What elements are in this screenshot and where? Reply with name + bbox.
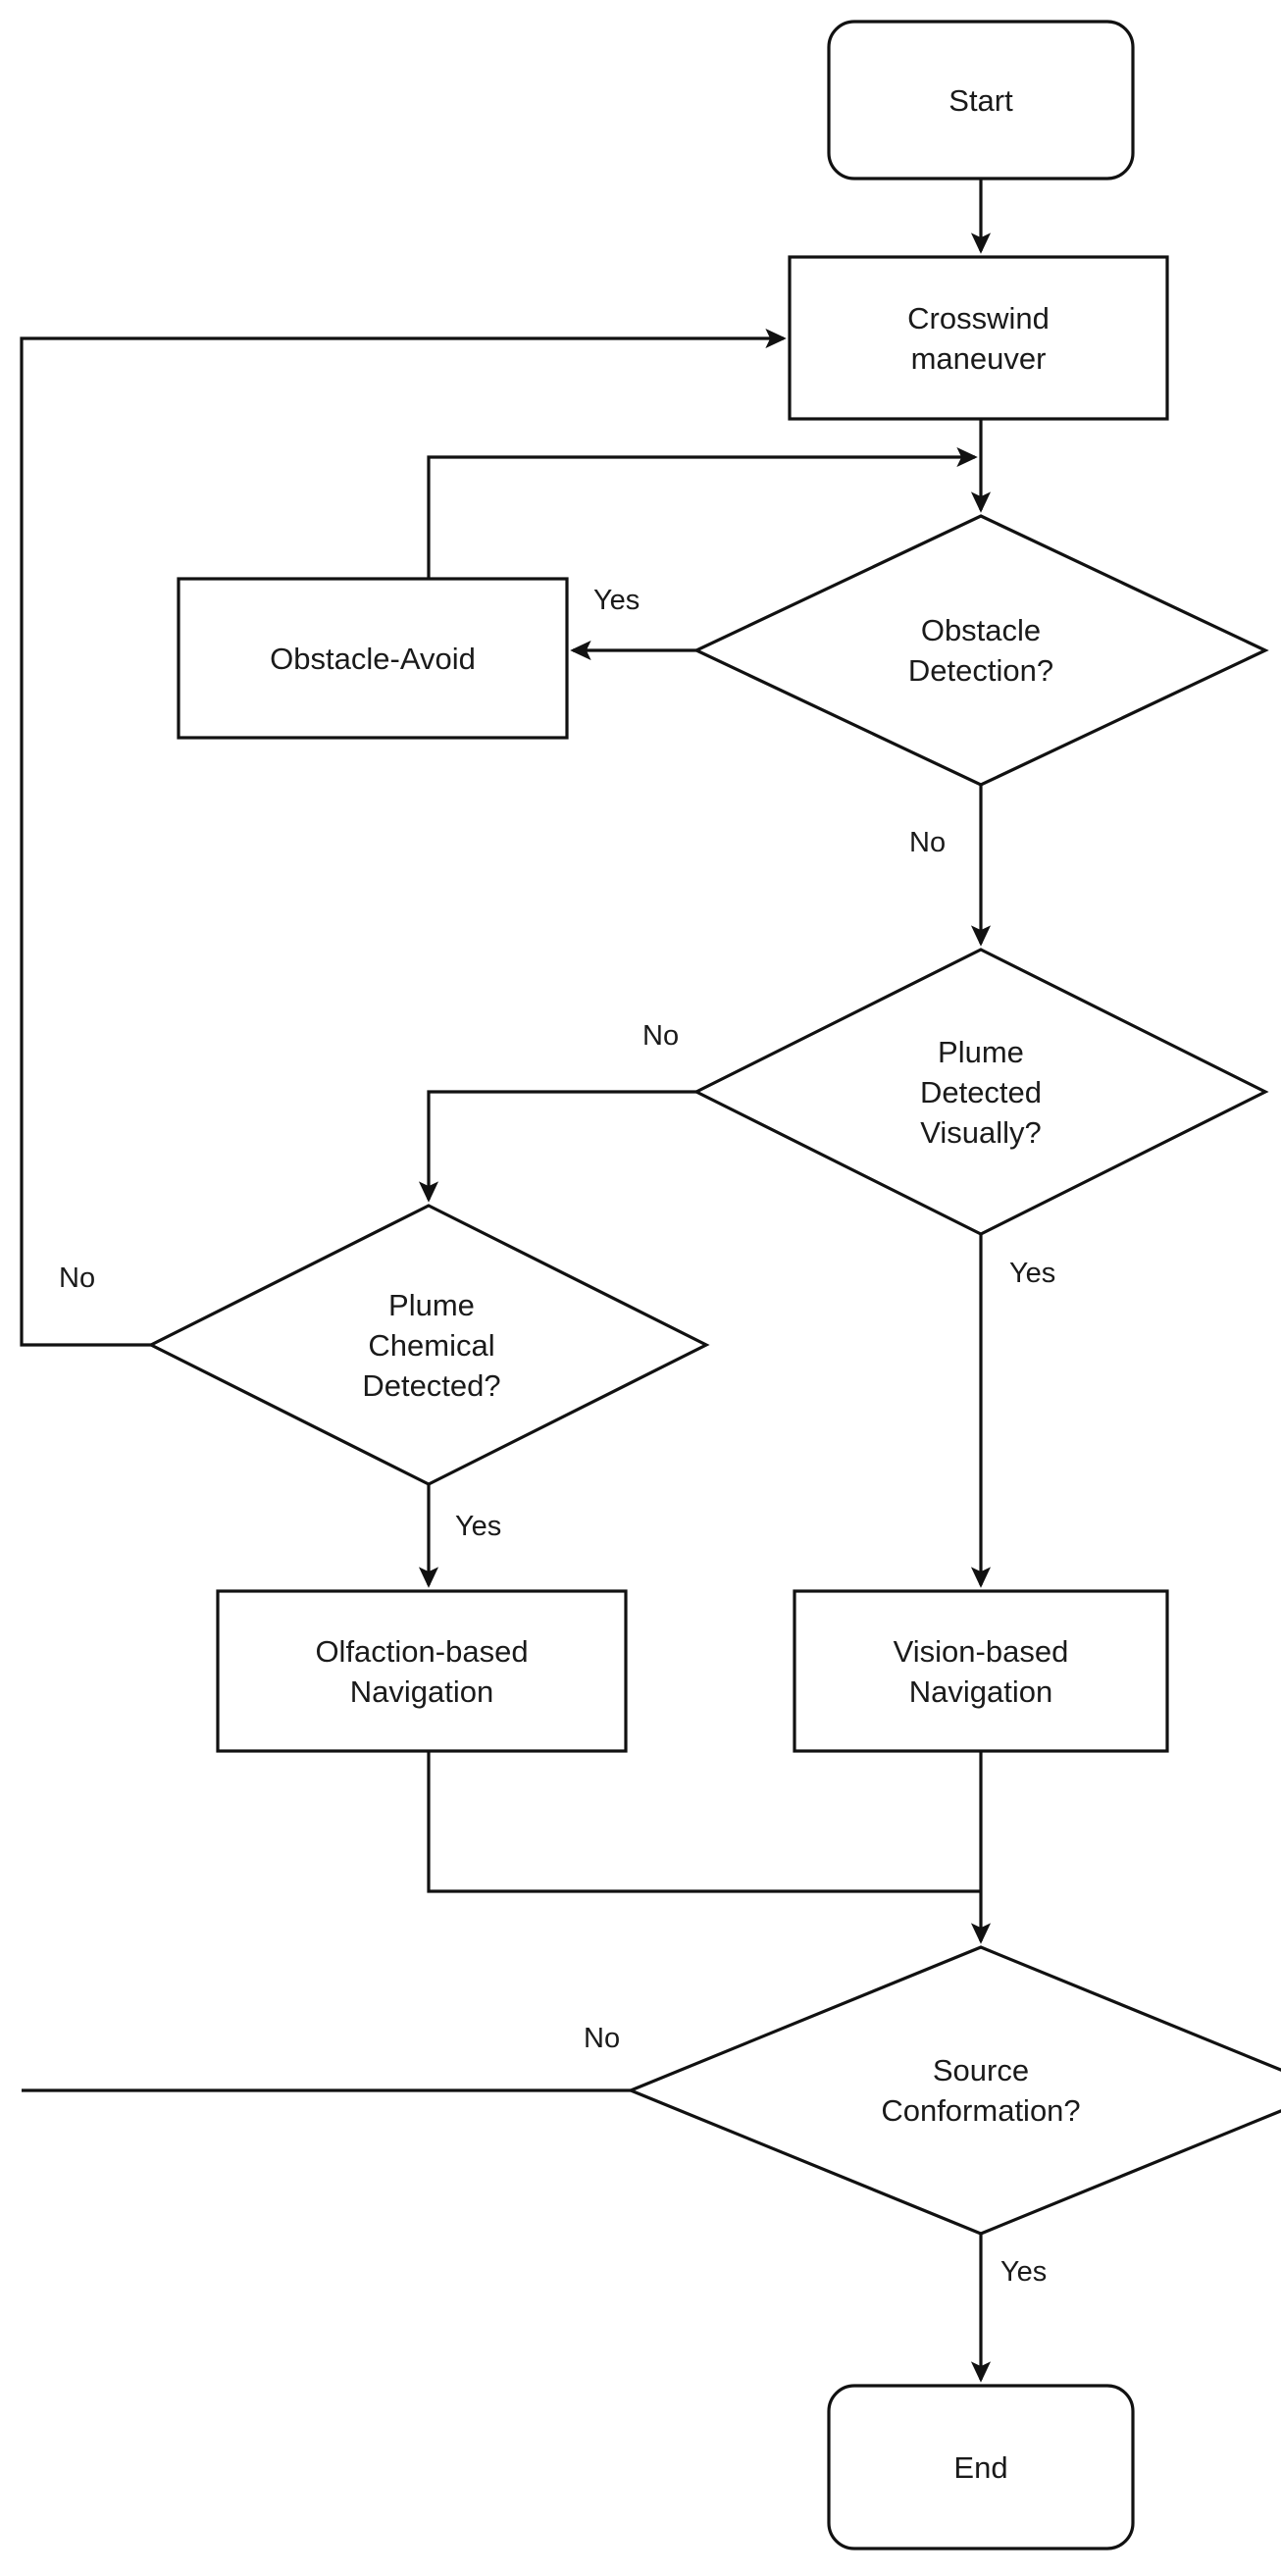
edge-label-plume-visual-yes: Yes [1009,1258,1056,1289]
edge-label-source-yes: Yes [1000,2256,1048,2288]
edge-label-source-no: No [584,2023,621,2054]
node-shape-vision-nav [793,1589,1169,1753]
edge-obstacle-avoid-return [427,446,978,579]
node-shape-olfaction-nav [216,1589,628,1753]
edge-label-obstacle-yes: Yes [593,585,640,616]
node-obstacle-detection[interactable] [696,516,1265,785]
edge-olfaction-nav-to-source-conformation [427,1751,981,1893]
node-source-conformation[interactable] [631,1947,1281,2234]
node-start[interactable] [829,22,1133,179]
node-shape-end [827,2384,1135,2550]
node-crosswind-maneuver[interactable] [790,257,1167,419]
node-shape-crosswind [788,255,1169,421]
edge-label-plume-visual-no: No [642,1020,680,1052]
node-plume-chemical-detected[interactable] [151,1206,706,1484]
node-vision-based-navigation[interactable] [794,1591,1167,1751]
edge-label-plume-chemical-no: No [59,1262,96,1294]
node-plume-detected-visually[interactable] [696,950,1265,1234]
edge-label-obstacle-no: No [909,827,947,858]
edge-plume-visual-no-to-plume-chemical [418,1090,696,1203]
edge-plume-chemical-no-to-crosswind [20,328,787,1347]
node-olfaction-based-navigation[interactable] [218,1591,626,1751]
edge-label-plume-chemical-yes: Yes [455,1511,502,1542]
node-end[interactable] [829,2386,1133,2549]
node-obstacle-avoid[interactable] [179,579,567,738]
node-shape-obstacle-avoid [177,577,569,740]
